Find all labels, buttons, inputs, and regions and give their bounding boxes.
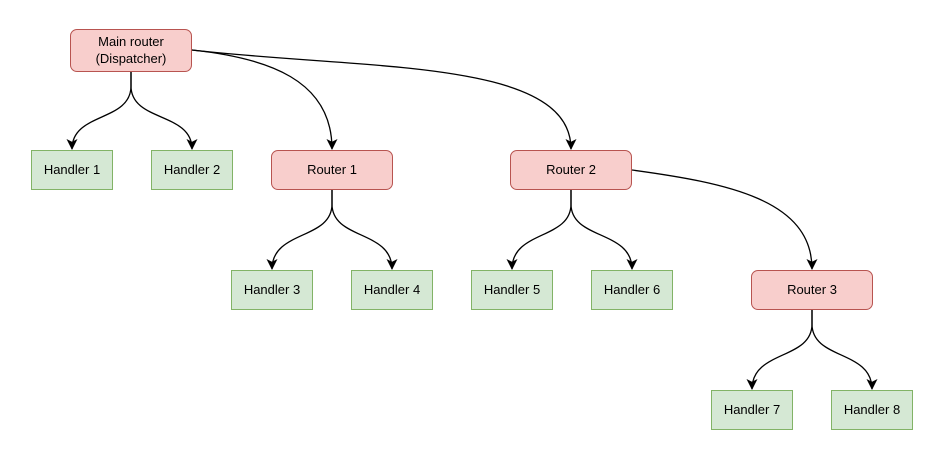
node-main-router: Main router (Dispatcher) [70, 29, 192, 72]
node-handler-4: Handler 4 [351, 270, 433, 310]
node-handler-1: Handler 1 [31, 150, 113, 190]
edge-main-router-to-router2 [191, 49, 577, 150]
node-handler-2: Handler 2 [151, 150, 233, 190]
edge-main-router-to-handler2 [130, 72, 198, 150]
node-handler-5: Handler 5 [471, 270, 553, 310]
node-handler-7: Handler 7 [711, 390, 793, 430]
node-handler-3: Handler 3 [231, 270, 313, 310]
edge-router1-to-handler3 [266, 190, 333, 270]
edge-router3-to-handler8 [811, 310, 878, 390]
node-router-1: Router 1 [271, 150, 393, 190]
node-handler-8: Handler 8 [831, 390, 913, 430]
node-handler-6: Handler 6 [591, 270, 673, 310]
edge-main-router-to-router1 [191, 49, 338, 150]
edge-router2-to-handler6 [570, 190, 638, 270]
edge-main-router-to-handler1 [66, 72, 132, 150]
edge-router1-to-handler4 [331, 190, 398, 270]
edge-router3-to-handler7 [746, 310, 813, 390]
node-router-3: Router 3 [751, 270, 873, 310]
edge-router2-to-handler5 [506, 190, 572, 270]
edge-router2-to-router3 [631, 169, 818, 270]
node-router-2: Router 2 [510, 150, 632, 190]
